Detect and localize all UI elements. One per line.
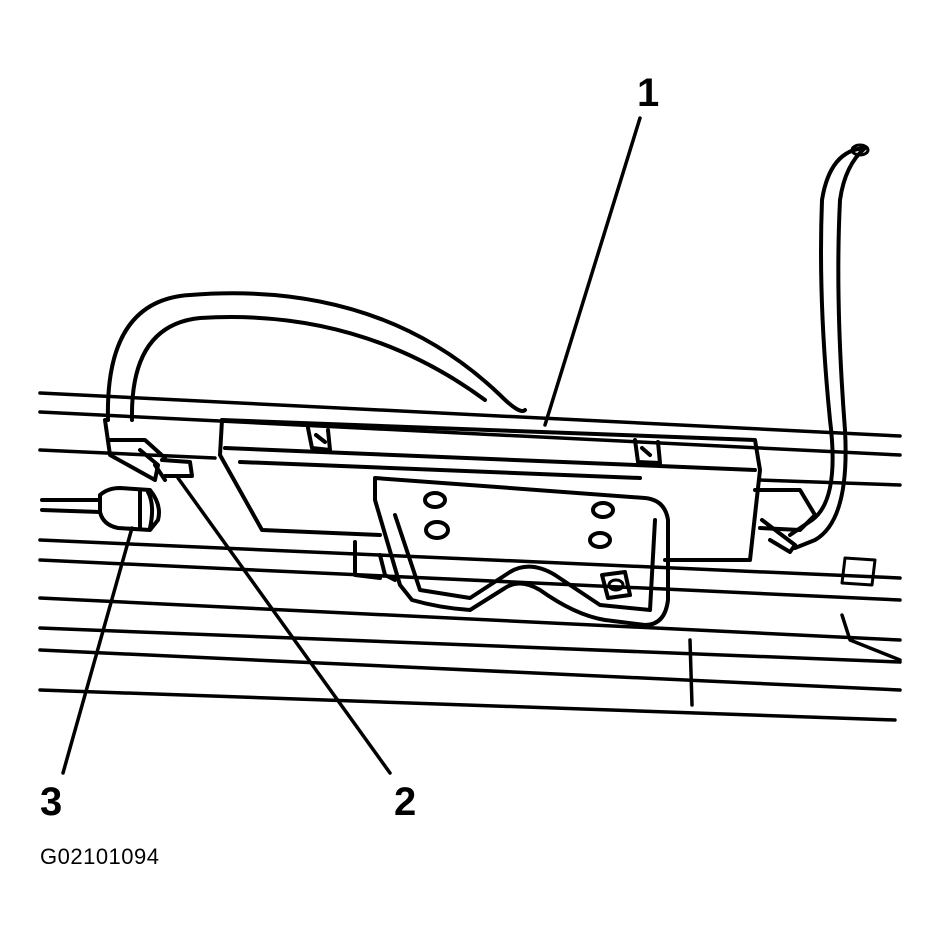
leader-lines: [61, 116, 642, 775]
figure-id: G02101094: [40, 844, 160, 869]
release-cable: [103, 291, 527, 482]
panel-hole: [840, 556, 877, 587]
retainer-clip: [40, 486, 161, 532]
callout-2: 2: [394, 780, 417, 824]
cable-end-fitting: [153, 458, 194, 482]
leader-line-3: [61, 526, 134, 775]
mounting-bracket: [353, 476, 670, 627]
callout-3: 3: [40, 780, 63, 824]
callout-1: 1: [637, 71, 660, 115]
latch-housing: [218, 418, 817, 562]
panel-rails: [38, 391, 902, 722]
leader-line-1: [543, 116, 642, 427]
wire-harness: [788, 143, 870, 550]
leader-line-2: [176, 476, 392, 775]
